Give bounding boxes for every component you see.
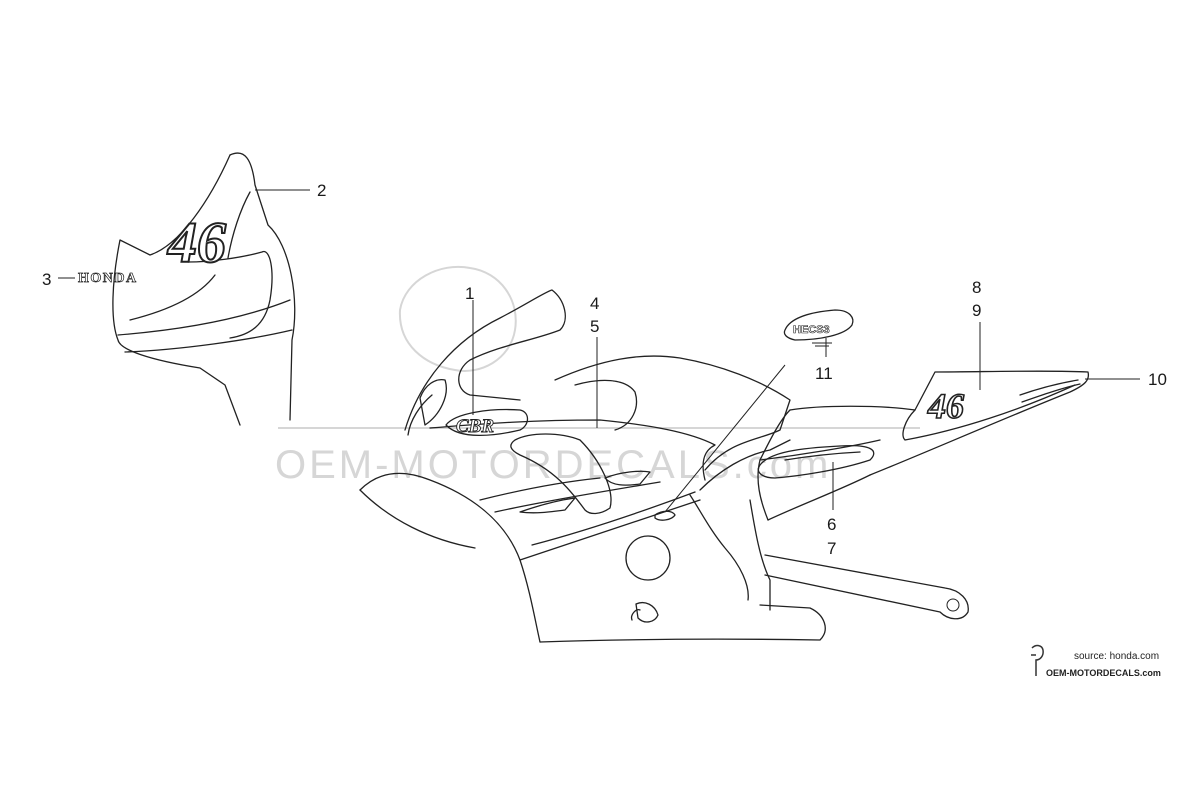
decal-honda: HONDA bbox=[78, 271, 138, 287]
front-upper-cowl bbox=[112, 152, 296, 426]
number-46-tail: 46 bbox=[927, 386, 964, 426]
decal-46-front: 46 bbox=[166, 209, 227, 276]
honda-text: HONDA bbox=[78, 271, 138, 286]
leader-lines bbox=[58, 189, 1140, 513]
callout-7: 7 bbox=[827, 539, 837, 558]
watermark-text: OEM-MOTORDECALS.com bbox=[275, 443, 832, 487]
watermark-emblem bbox=[278, 265, 920, 429]
main-fairing bbox=[359, 289, 969, 643]
callout-11: 11 bbox=[815, 364, 833, 383]
credit-site: OEM-MOTORDECALS.com bbox=[1046, 668, 1161, 678]
callout-4: 4 bbox=[590, 294, 600, 313]
callout-9: 9 bbox=[972, 301, 982, 320]
callout-6: 6 bbox=[827, 515, 837, 534]
number-46-front: 46 bbox=[167, 210, 226, 275]
leader-tank bbox=[664, 364, 786, 513]
credit-emblem bbox=[1031, 644, 1044, 676]
decal-hecs3: HECS3 bbox=[783, 309, 854, 347]
hecs3-logo: HECS3 bbox=[793, 324, 830, 336]
callout-1: 1 bbox=[465, 284, 475, 303]
cbr-logo: CBR bbox=[456, 416, 494, 437]
callout-3: 3 bbox=[42, 270, 52, 289]
callout-2: 2 bbox=[317, 181, 327, 200]
decal-cbr: CBR bbox=[445, 408, 529, 437]
callout-10: 10 bbox=[1148, 370, 1167, 389]
credit-source: source: honda.com bbox=[1074, 651, 1160, 662]
callout-5: 5 bbox=[590, 317, 600, 336]
callout-8: 8 bbox=[972, 278, 982, 297]
decal-46-tail: 46 bbox=[926, 385, 965, 427]
tail-section bbox=[757, 370, 1090, 521]
